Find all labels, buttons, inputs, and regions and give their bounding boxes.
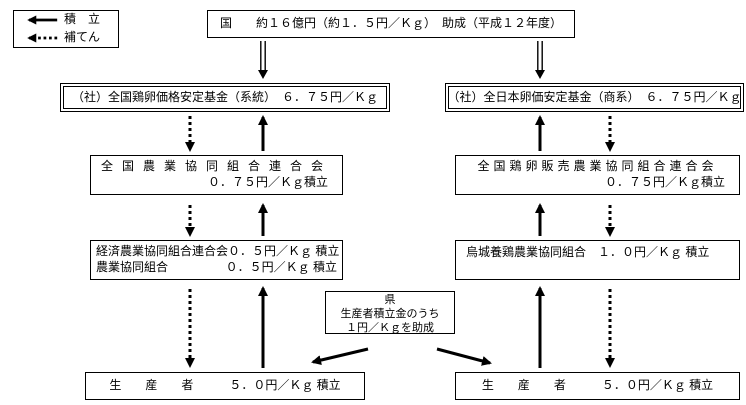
left-producer-box: 生 産 者 ５．０円／Ｋｇ 積立 — [85, 372, 365, 400]
prefecture-line2: 生産者積立金のうち — [340, 307, 440, 320]
dashed-left-arrow-icon — [27, 33, 58, 43]
legend-box: 積 立 補てん — [13, 10, 119, 48]
national-subsidy-box: 国 約１６億円（約１．５円／Ｋｇ） 助成（平成１２年度） — [207, 10, 575, 38]
right-fund-box: （社）全日本卵価安定基金（商系） ６．７５円／Ｋｇ — [445, 83, 744, 112]
legend-label-hoten: 補てん — [64, 30, 101, 44]
left-coop-amount-2: ０．５円／Ｋｇ 積立 — [225, 259, 337, 274]
right-coop-box: 烏城養鶏農業協同組合 １．０円／Ｋｇ 積立 — [455, 240, 740, 280]
left-producer-text: 生 産 者 ５．０円／Ｋｇ 積立 — [109, 378, 341, 393]
left-coop-name-1: 経済農業協同組合連合会 — [96, 244, 229, 258]
prefecture-grant-box: 県 生産者積立金のうち １円／Ｋｇを助成 — [325, 291, 455, 334]
national-subsidy-text: 国 約１６億円（約１．５円／Ｋｇ） 助成（平成１２年度） — [219, 16, 562, 31]
left-fund-text: （社）全国鶏卵価格安定基金（系統） ６．７５円／Ｋｇ — [71, 89, 378, 104]
coop-row: 農業協同組合 ０．５円／Ｋｇ 積立 — [96, 260, 337, 276]
legend-row-hoten: 補てん — [19, 30, 113, 46]
solid-left-arrow-icon — [27, 15, 58, 25]
right-fund-text: （社）全日本卵価安定基金（商系） ６．７５円／Ｋｇ — [447, 89, 742, 104]
prefecture-line3: １円／Ｋｇを助成 — [346, 321, 434, 334]
arrow-pref-grant-to-left-producer — [311, 347, 369, 366]
left-coop-name-2: 農業協同組合 — [96, 259, 169, 274]
right-federation-name: 全国鶏卵販売農業協同組合連合会 — [477, 159, 718, 173]
left-fund-box: （社）全国鶏卵価格安定基金（系統） ６．７５円／Ｋｇ — [60, 83, 390, 112]
arrow-pref-grant-to-right-producer — [436, 347, 492, 366]
right-producer-text: 生 産 者 ５．０円／Ｋｇ 積立 — [481, 378, 714, 393]
arrow-national-grant-to-right-fund — [535, 41, 545, 79]
left-coop-box: 経済農業協同組合連合会 ０．５円／Ｋｇ 積立 農業協同組合 ０．５円／Ｋｇ 積立 — [90, 240, 343, 280]
legend-label-tsumitate: 積 立 — [64, 12, 101, 27]
left-federation-name: 全国農業協同組合連合会 — [100, 159, 332, 173]
right-coop-text: 烏城養鶏農業協同組合 １．０円／Ｋｇ 積立 — [466, 245, 710, 259]
left-coop-amount-1: ０．５円／Ｋｇ 積立 — [228, 244, 340, 258]
legend-row-tsumitate: 積 立 — [19, 12, 113, 28]
arrow-national-grant-to-left-fund — [258, 41, 268, 79]
left-federation-box: 全国農業協同組合連合会 ０．７５円／Ｋｇ積立 — [90, 155, 343, 195]
prefecture-line1: 県 — [384, 294, 396, 306]
right-producer-box: 生 産 者 ５．０円／Ｋｇ 積立 — [455, 372, 740, 400]
left-federation-amount: ０．７５円／Ｋｇ積立 — [207, 174, 328, 189]
coop-row: 経済農業協同組合連合会 ０．５円／Ｋｇ 積立 — [96, 244, 340, 260]
right-federation-amount: ０．７５円／Ｋｇ積立 — [604, 174, 725, 189]
right-federation-box: 全国鶏卵販売農業協同組合連合会 ０．７５円／Ｋｇ積立 — [455, 155, 740, 195]
